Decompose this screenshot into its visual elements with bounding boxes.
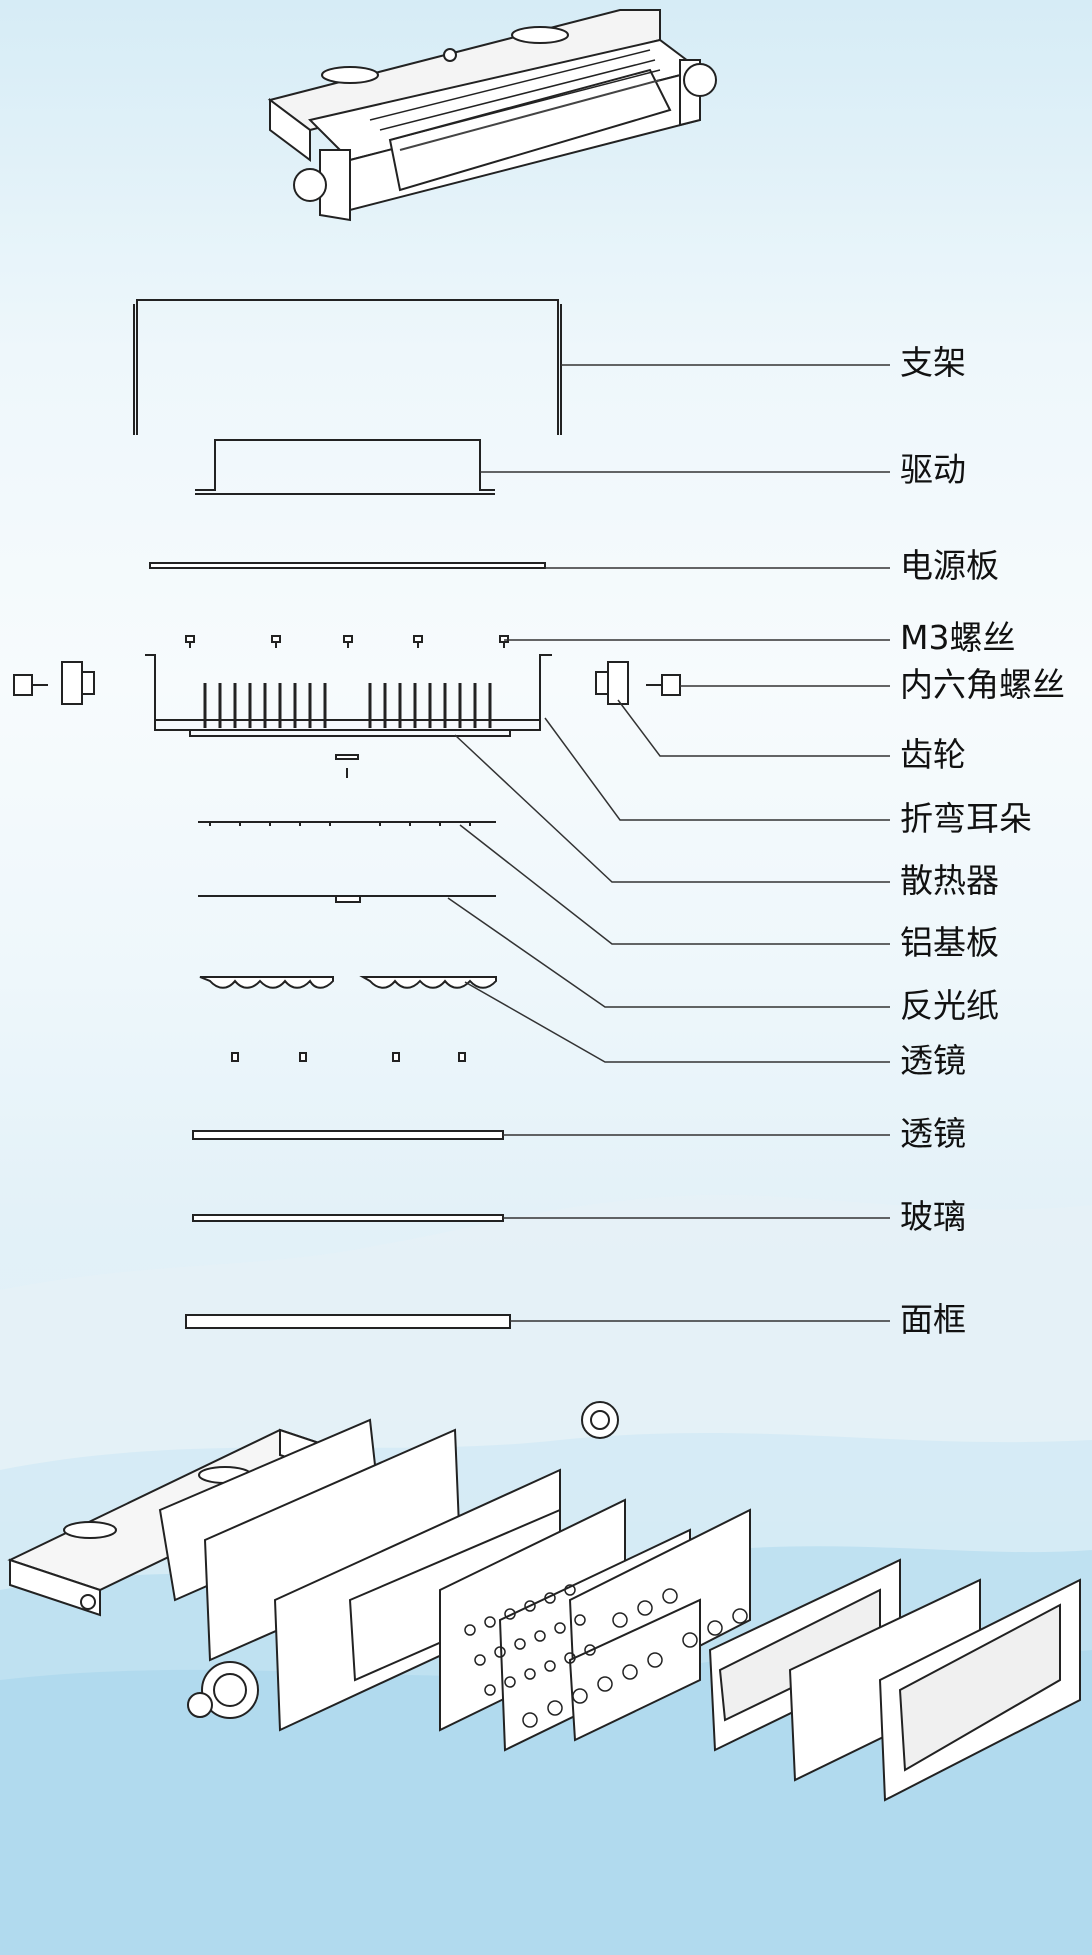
gear-right — [607, 661, 629, 705]
leader-lines — [447, 364, 890, 1322]
lens-strip-part — [192, 1130, 504, 1140]
parts-drawing — [13, 299, 890, 1329]
gear-left — [61, 661, 83, 705]
driver-part — [195, 439, 495, 491]
label-power-board: 电源板 — [900, 546, 999, 585]
heatsink-fins — [203, 683, 492, 728]
exploded-isometric-illustration — [7, 1401, 1081, 1802]
label-bracket: 支架 — [900, 343, 966, 382]
hex-screw-left — [13, 674, 33, 696]
assembled-lamp-illustration — [267, 9, 717, 222]
lens-row-right — [359, 976, 497, 989]
label-glass: 玻璃 — [900, 1197, 966, 1236]
label-face-frame: 面框 — [900, 1300, 966, 1339]
label-lens-small: 透镜 — [900, 1041, 966, 1080]
face-frame-part — [185, 1314, 511, 1329]
label-lens-strip: 透镜 — [900, 1114, 966, 1153]
label-gear: 齿轮 — [900, 735, 966, 774]
hex-screw-right — [661, 674, 681, 696]
lens-row-left — [199, 976, 334, 989]
label-driver: 驱动 — [900, 450, 966, 489]
bracket-part — [136, 299, 559, 435]
label-bent-ear: 折弯耳朵 — [900, 799, 1032, 838]
glass-part — [192, 1214, 504, 1222]
label-aluminum-board: 铝基板 — [900, 923, 999, 962]
label-m3-screw: M3螺丝 — [900, 618, 1016, 657]
label-heatsink: 散热器 — [900, 861, 999, 900]
m3-screws — [185, 635, 509, 648]
label-hex-screw: 内六角螺丝 — [900, 665, 1065, 704]
label-reflective-paper: 反光纸 — [900, 986, 999, 1025]
power-board-part — [149, 562, 546, 569]
